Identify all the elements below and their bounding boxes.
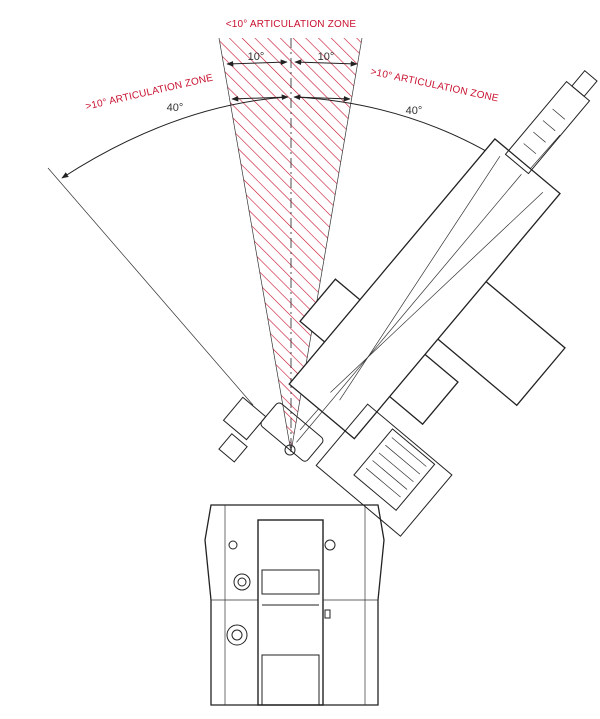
angle-right-outer: 40°	[406, 105, 423, 117]
angle-left-inner: 10°	[248, 51, 265, 63]
tilted-head	[218, 70, 598, 537]
angle-left-outer: 40°	[167, 102, 184, 114]
center-zone-label: <10° ARTICULATION ZONE	[226, 19, 357, 30]
angle-right-inner: 10°	[318, 51, 335, 63]
right-zone-label: >10° ARTICULATION ZONE	[370, 67, 500, 105]
inner-angle-dimensions	[226, 59, 358, 102]
machine-base	[204, 504, 385, 706]
left-zone-label: >10° ARTICULATION ZONE	[85, 72, 215, 112]
